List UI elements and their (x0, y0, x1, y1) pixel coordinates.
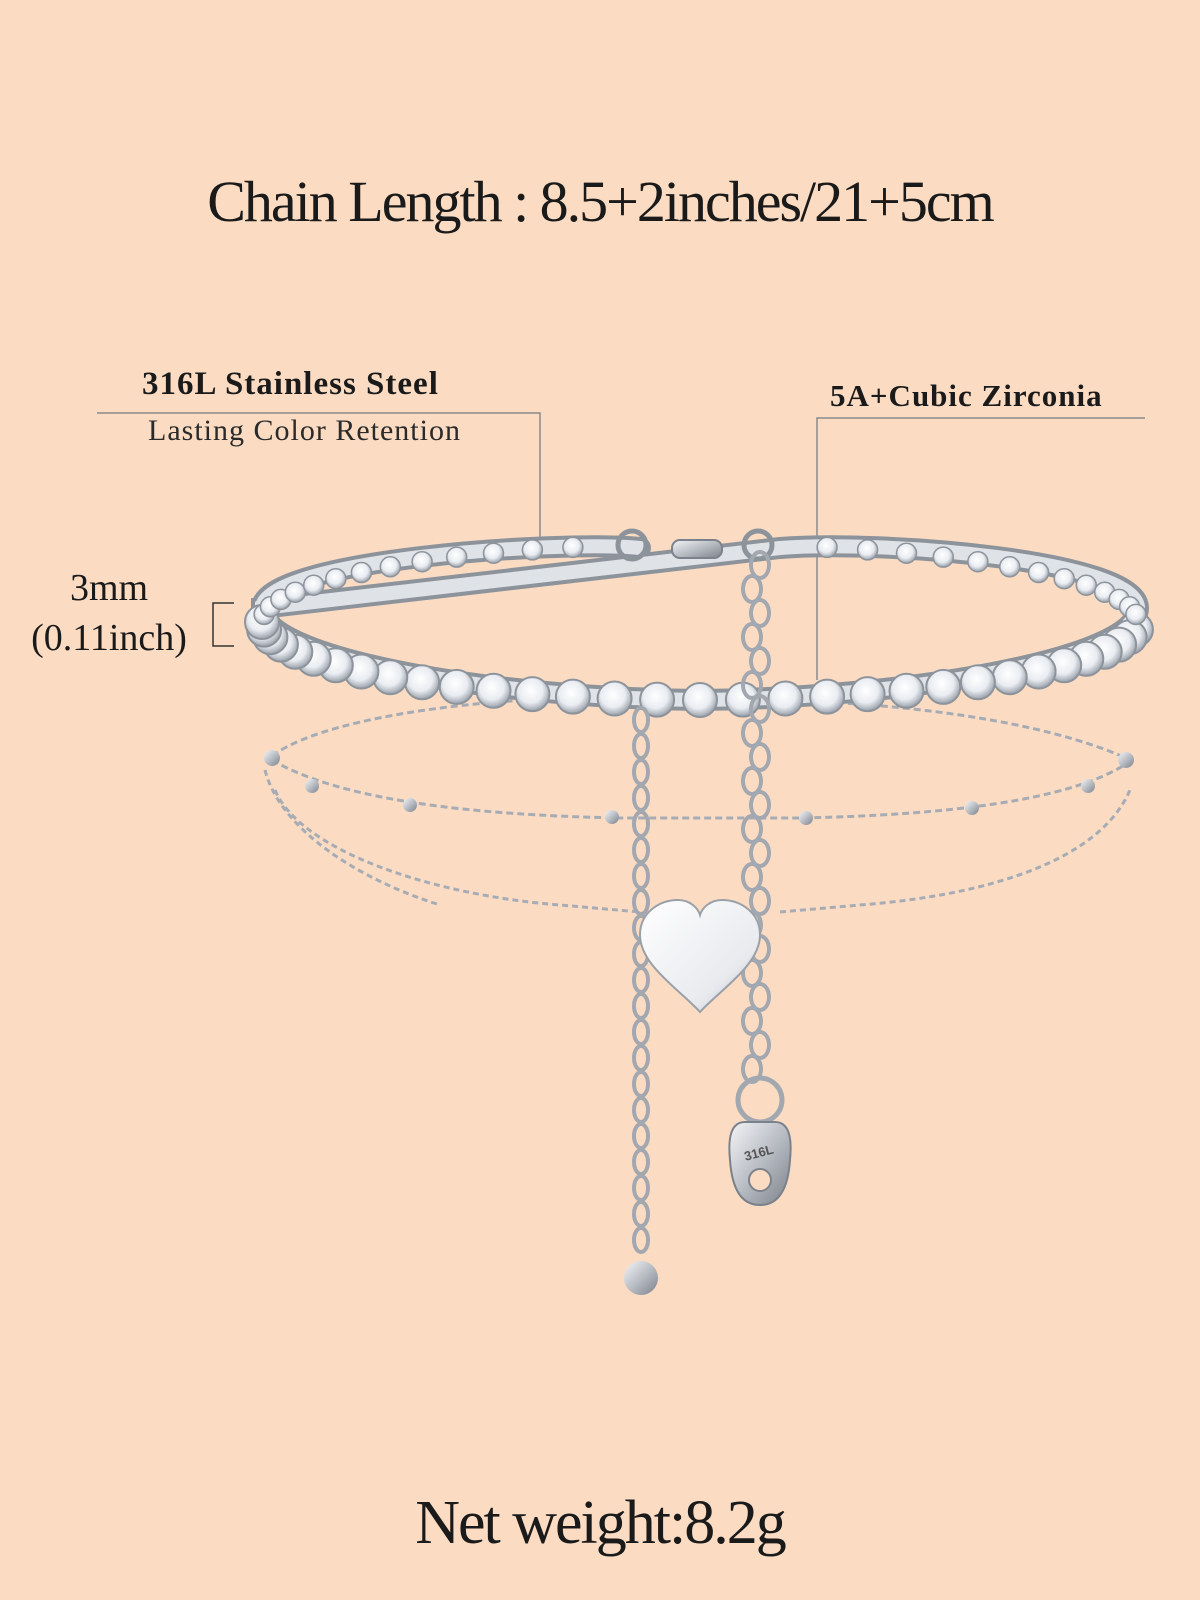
stone (445, 546, 468, 568)
chain-link (632, 1044, 650, 1072)
stone (849, 676, 886, 713)
chain-link (749, 790, 771, 820)
chain-link (632, 784, 650, 812)
chain-length-title: Chain Length : 8.5+2inches/21+5cm (207, 169, 995, 234)
material-callout-title: 316L Stainless Steel (142, 366, 439, 402)
heart-icon (638, 898, 762, 1014)
width-metric: 3mm (69, 567, 149, 609)
chain-link (632, 1148, 650, 1176)
stone (639, 681, 676, 718)
stone (596, 680, 633, 717)
chain-link (741, 622, 763, 652)
stone (1053, 567, 1075, 590)
chain-link (632, 1174, 650, 1202)
chain-link (749, 550, 771, 580)
stone (998, 556, 1021, 578)
chain-link (632, 1018, 650, 1046)
satellite-beads (264, 750, 1134, 825)
stone (895, 542, 918, 564)
tennis-bracelet (244, 535, 1154, 718)
chain-link (749, 694, 771, 724)
width-bracket (212, 602, 234, 647)
width-imperial: (0.11inch) (31, 617, 187, 659)
stone (888, 672, 925, 709)
stone (302, 574, 325, 596)
chain-link (741, 670, 763, 700)
stone (816, 536, 838, 559)
chain-link (632, 810, 650, 838)
stone (325, 567, 347, 590)
stone (404, 664, 441, 701)
chain-link (632, 862, 650, 890)
chain-link (632, 888, 650, 916)
chain-link (741, 766, 763, 796)
brand-tag: 316L (728, 1075, 792, 1207)
chain-link (632, 706, 650, 734)
chain-link (741, 718, 763, 748)
stone (284, 581, 307, 603)
chain-link (632, 966, 650, 994)
dangle-chain (632, 706, 650, 1254)
stone (379, 556, 402, 578)
chain-link (749, 646, 771, 676)
stone (1125, 603, 1147, 626)
stone (682, 682, 718, 718)
stone (767, 680, 804, 717)
stone (809, 678, 846, 715)
stone (562, 536, 584, 559)
stone (1027, 561, 1050, 584)
stone (1075, 574, 1098, 596)
chain-link (749, 1030, 771, 1060)
chain-link (741, 862, 763, 892)
chain-link (749, 742, 771, 772)
material-callout-line (97, 412, 541, 545)
stone-callout-line (816, 417, 1145, 680)
chain-link (749, 886, 771, 916)
stone (991, 659, 1028, 696)
stone (514, 676, 551, 713)
stone (438, 668, 475, 705)
extender-chain (741, 550, 771, 1084)
stone-callout-title: 5A+Cubic Zirconia (830, 378, 1103, 413)
chain-link (741, 574, 763, 604)
stone (932, 546, 955, 568)
chain-link (632, 1096, 650, 1124)
chain-link (749, 598, 771, 628)
chain-link (749, 982, 771, 1012)
stone (482, 542, 505, 564)
chain-link (741, 814, 763, 844)
chain-link (632, 836, 650, 864)
stone (521, 539, 544, 561)
material-callout-subtitle: Lasting Color Retention (148, 414, 461, 447)
chain-link (632, 758, 650, 786)
chain-link (632, 1070, 650, 1098)
clasp (615, 528, 775, 562)
width-dimension-label: 3mm (0.11inch) (14, 563, 204, 663)
tag-text: 316L (743, 1142, 776, 1164)
stone (959, 664, 996, 701)
stone (925, 668, 962, 705)
chain-link (632, 992, 650, 1020)
chain-link (632, 1226, 650, 1254)
stone (554, 678, 591, 715)
stone-row (244, 536, 1154, 718)
satellite-chain-lower (263, 769, 1132, 914)
chain-link (749, 838, 771, 868)
stone (475, 672, 512, 709)
stone (350, 561, 373, 584)
chain-link (632, 1122, 650, 1150)
stone (967, 550, 989, 573)
chain-link (741, 1006, 763, 1036)
chain-link (632, 732, 650, 760)
net-weight-label: Net weight:8.2g (415, 1489, 787, 1557)
ball-end (624, 1261, 658, 1295)
chain-link (632, 1200, 650, 1228)
stone (411, 550, 433, 573)
stone (856, 539, 879, 561)
